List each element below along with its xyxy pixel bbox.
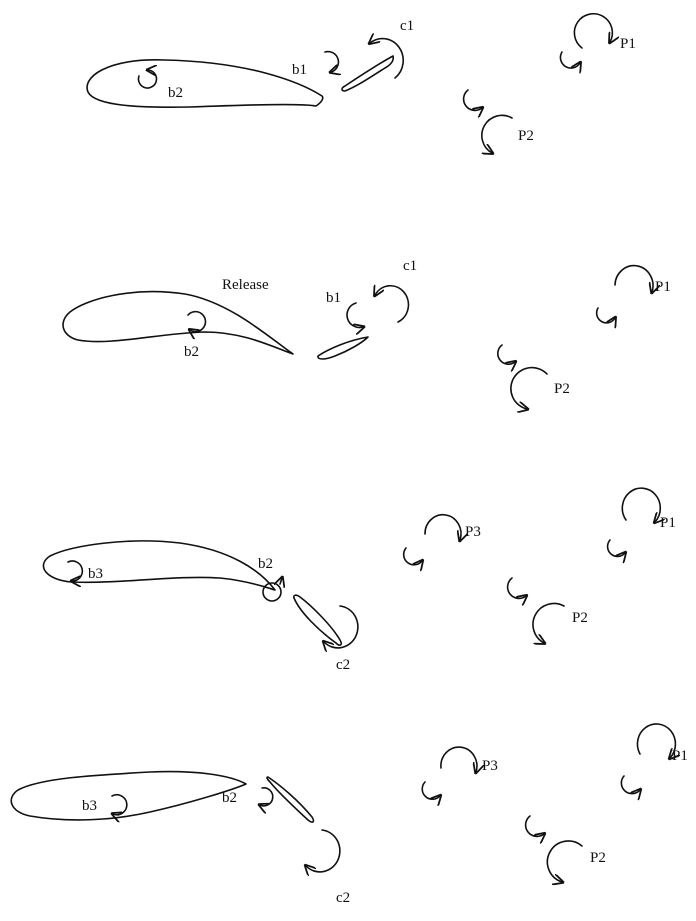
vortex-p1-small-icon: [606, 539, 625, 556]
vortex-p2-small-icon: [524, 815, 544, 836]
vortex-p3-large-icon: [440, 746, 477, 772]
vortex-p2-small-icon: [497, 344, 515, 364]
fin-outline: [42, 540, 276, 591]
label-b2: b2: [222, 790, 237, 806]
label-b3: b3: [88, 566, 103, 582]
vortex-p3-small-icon: [402, 547, 422, 565]
vortex-c2-icon: [306, 829, 341, 872]
vortex-p3-large-icon: [424, 514, 461, 540]
label-p2: P2: [572, 610, 588, 626]
label-p2: P2: [590, 850, 606, 866]
foil-outline: [341, 55, 395, 92]
panel-1: b2 b1 c1 P1 P2: [86, 12, 636, 153]
vortex-b2-arrow: [280, 578, 282, 584]
vortex-p2-large-icon: [481, 114, 513, 153]
label-c1: c1: [400, 18, 414, 34]
panel-3: b3 b2 c2 P3 P1 P2: [42, 487, 676, 673]
foil-outline: [317, 336, 369, 360]
label-b1: b1: [326, 290, 341, 306]
label-p3: P3: [465, 524, 481, 540]
vortex-b3-icon: [67, 560, 84, 581]
label-p2: P2: [554, 381, 570, 397]
label-b2: b2: [258, 556, 273, 572]
fin-outline: [10, 770, 247, 821]
label-c1: c1: [403, 258, 417, 274]
label-c2: c2: [336, 890, 350, 906]
vortex-c2-icon: [324, 605, 359, 648]
panel-4: b3 b2 c2 P3 P1 P2: [10, 723, 688, 906]
panel-2: b2 Release b1 c1 P1 P2: [62, 258, 671, 409]
foil-outline: [293, 594, 342, 646]
label-p1: P1: [620, 36, 636, 52]
foil-outline: [266, 776, 315, 823]
label-b1: b1: [292, 62, 307, 78]
label-release: Release: [222, 277, 269, 293]
vortex-p2-small-icon: [506, 577, 526, 598]
vortex-p2-small-icon: [462, 89, 482, 110]
vortex-b2-icon: [260, 787, 274, 806]
label-c2: c2: [336, 657, 350, 673]
label-b2: b2: [168, 85, 183, 101]
vortex-p1-small-icon: [620, 775, 640, 794]
vortex-b1-icon: [324, 50, 338, 72]
vortex-p2-large-icon: [510, 366, 548, 409]
vortex-p1-large-icon: [614, 264, 653, 292]
fin-outline: [62, 290, 294, 355]
vortex-b2-icon: [262, 582, 282, 602]
label-p3: P3: [482, 758, 498, 774]
label-p2: P2: [518, 128, 534, 144]
label-p1: P1: [655, 279, 671, 295]
vortex-p1-small-icon: [595, 307, 615, 323]
vortex-c1-icon: [375, 286, 410, 323]
vortex-p1-large-icon: [621, 487, 660, 522]
fin-outline: [86, 59, 324, 108]
vortex-p1-large-icon: [573, 12, 612, 49]
label-p1: P1: [660, 515, 676, 531]
vortex-b3-icon: [112, 793, 128, 815]
vortex-c1-icon: [370, 39, 404, 79]
vortex-p2-large-icon: [546, 840, 583, 882]
vortex-b1-icon: [346, 302, 363, 328]
vortex-p3-small-icon: [421, 781, 440, 799]
vortex-p1-large-icon: [636, 723, 675, 758]
label-p1: P1: [672, 748, 688, 764]
vortex-b2-icon: [188, 310, 207, 332]
vortex-b2-icon: [137, 70, 156, 89]
vortex-p2-large-icon: [532, 602, 565, 643]
label-b2: b2: [184, 344, 199, 360]
label-b3: b3: [82, 798, 97, 814]
vortex-p1-small-icon: [559, 51, 580, 68]
